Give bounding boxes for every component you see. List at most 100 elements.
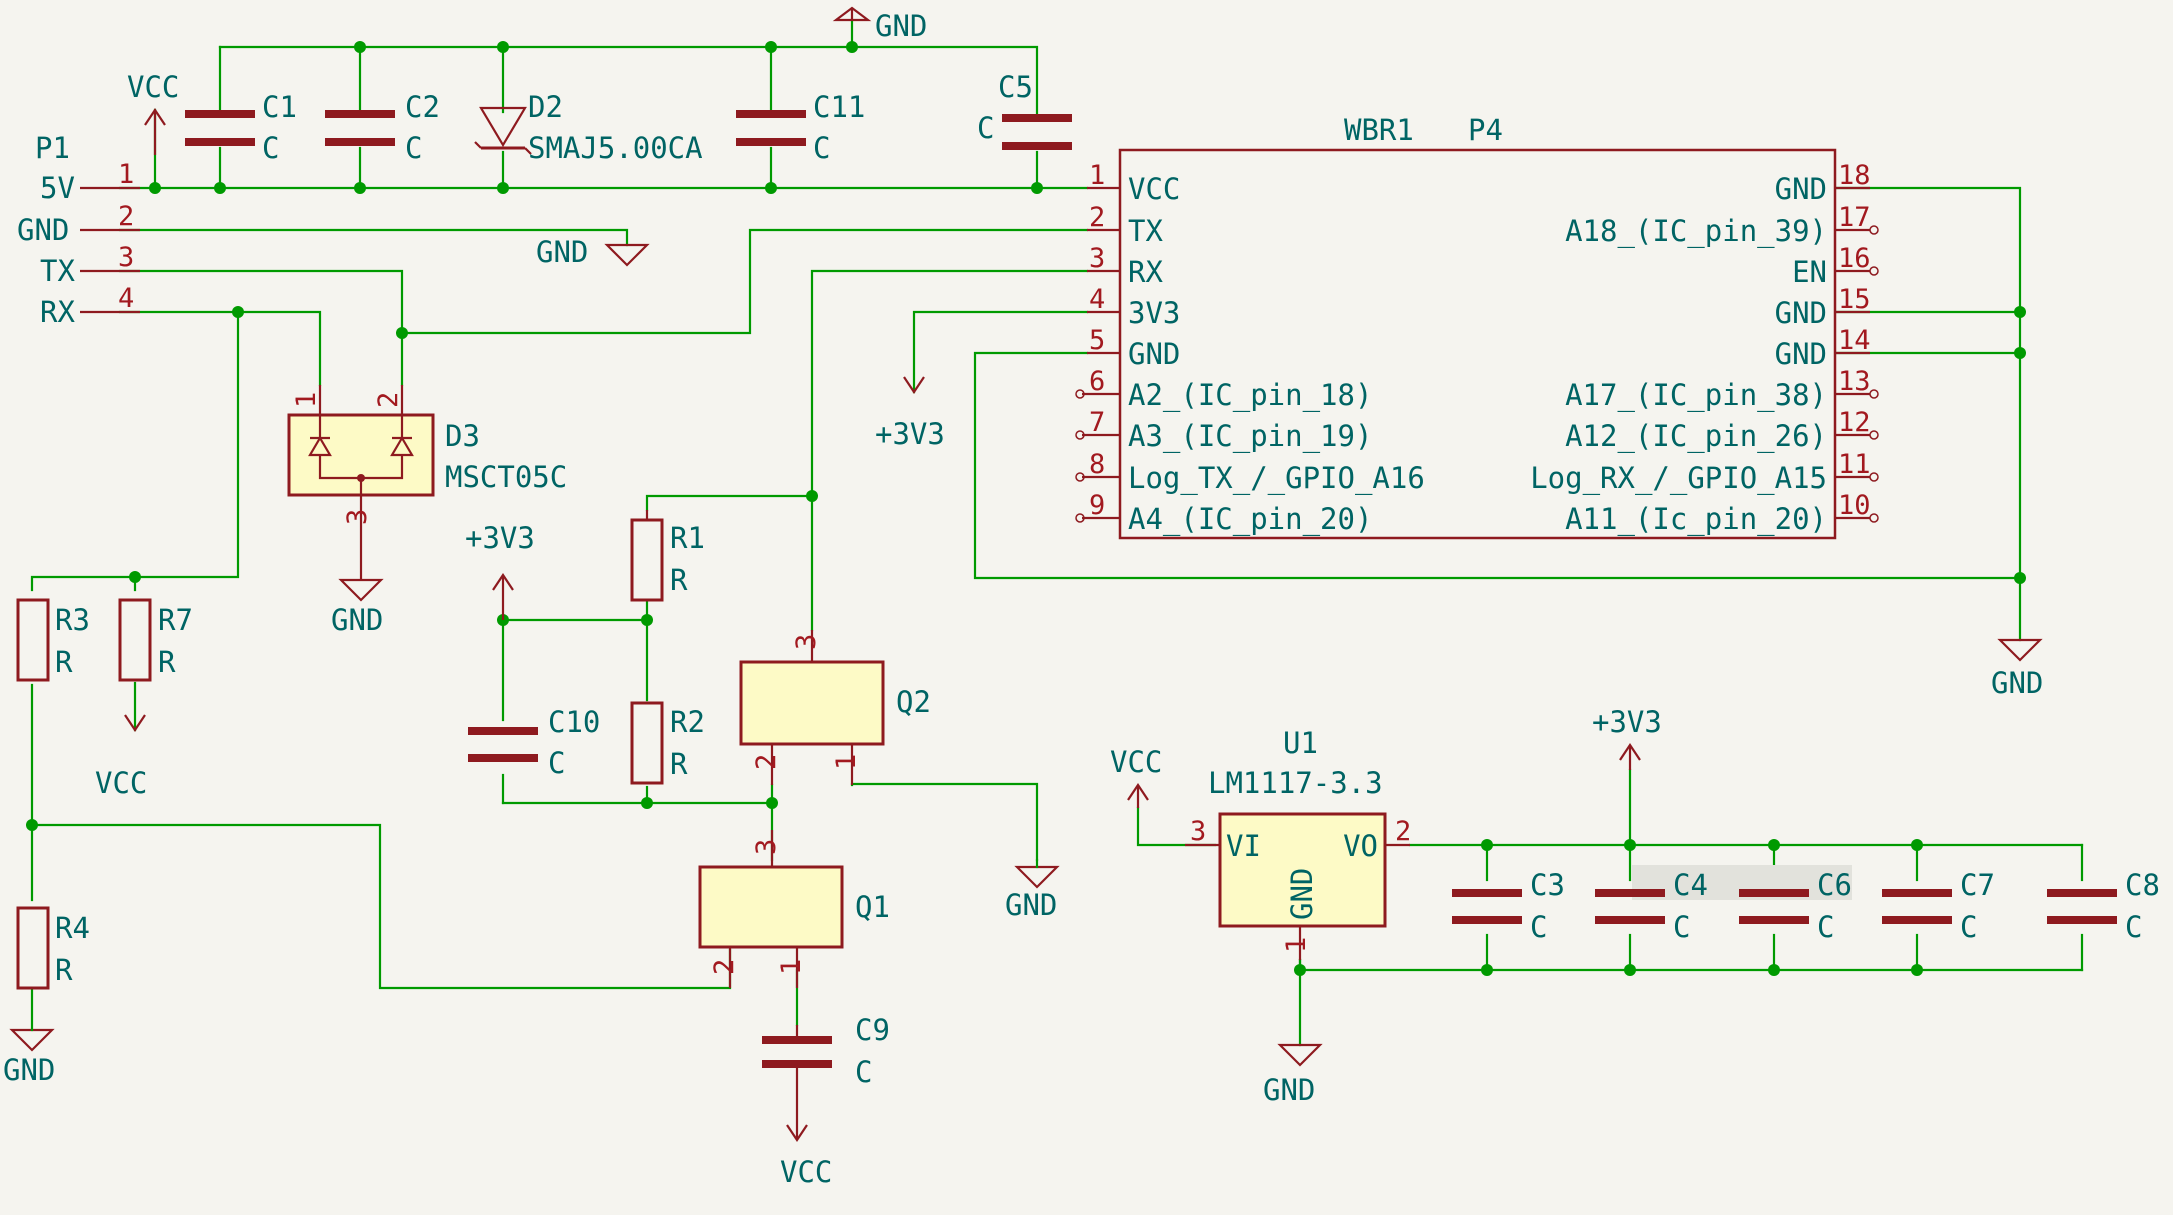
svg-text:VI: VI: [1226, 829, 1261, 863]
transistor-q1[interactable]: 3 2 1 Q1: [698, 830, 890, 988]
svg-text:GND: GND: [875, 9, 927, 43]
svg-text:3: 3: [791, 634, 822, 650]
svg-text:C: C: [1673, 910, 1690, 944]
capacitor-c5[interactable]: C5 C: [977, 70, 1072, 150]
svg-text:GND: GND: [1775, 337, 1827, 371]
svg-text:5V: 5V: [40, 171, 75, 205]
svg-text:C4: C4: [1673, 868, 1708, 902]
svg-text:RX: RX: [40, 295, 75, 329]
capacitor-c9[interactable]: C9 C: [762, 1013, 890, 1089]
svg-text:A12_(IC_pin_26): A12_(IC_pin_26): [1565, 419, 1827, 454]
svg-text:+3V3: +3V3: [875, 417, 945, 451]
svg-text:R: R: [670, 563, 688, 597]
regulator-u1[interactable]: 3 2 1 VI VO GND U1 LM1117-3.3: [1185, 726, 1411, 960]
capacitor-c4[interactable]: C4 C: [1595, 865, 1852, 944]
resistor-r4[interactable]: R4 R: [16, 906, 90, 990]
vcc-symbol-p1: VCC: [127, 70, 179, 155]
svg-text:TX: TX: [40, 254, 75, 288]
v33-symbol-c10: +3V3: [465, 521, 535, 620]
svg-text:C: C: [977, 111, 994, 145]
resistor-r2[interactable]: R2 R: [630, 701, 705, 785]
capacitor-c11[interactable]: C11 C: [736, 90, 865, 165]
svg-text:GND: GND: [1263, 1073, 1315, 1107]
vcc-symbol-u1: VCC: [1110, 745, 1162, 808]
svg-text:4: 4: [118, 283, 134, 314]
svg-text:12: 12: [1838, 407, 1871, 438]
svg-text:2: 2: [751, 754, 782, 770]
capacitor-c1[interactable]: C1 C: [185, 90, 297, 165]
svg-text:GND: GND: [1775, 296, 1827, 330]
svg-text:VCC: VCC: [1128, 172, 1180, 206]
svg-text:C: C: [855, 1055, 872, 1089]
diode-d2[interactable]: D2 SMAJ5.00CA: [474, 90, 703, 165]
svg-text:8: 8: [1089, 449, 1105, 480]
svg-text:Log_RX_/_GPIO_A15: Log_RX_/_GPIO_A15: [1530, 461, 1827, 496]
svg-text:LM1117-3.3: LM1117-3.3: [1208, 766, 1383, 800]
svg-text:R: R: [670, 747, 688, 781]
svg-text:R: R: [55, 953, 73, 987]
svg-text:D3: D3: [445, 419, 480, 453]
svg-text:A11_(Ic_pin_20): A11_(Ic_pin_20): [1565, 502, 1827, 537]
svg-text:C: C: [262, 131, 279, 165]
svg-text:GND: GND: [1775, 172, 1827, 206]
svg-text:D2: D2: [528, 90, 563, 124]
svg-text:GND: GND: [1285, 868, 1319, 920]
wbr1-right-pins: 18 17 16 15 14 13 12 11 10 GND A18_(IC_p…: [1530, 160, 1879, 537]
capacitor-c8[interactable]: C8 C: [2047, 868, 2160, 944]
junctions: [26, 41, 2026, 976]
svg-text:Log_TX_/_GPIO_A16: Log_TX_/_GPIO_A16: [1128, 461, 1425, 496]
svg-text:A3_(IC_pin_19): A3_(IC_pin_19): [1128, 419, 1372, 454]
capacitor-c6[interactable]: C6 C: [1739, 868, 1852, 944]
svg-text:Q2: Q2: [896, 685, 931, 719]
svg-text:+3V3: +3V3: [1592, 705, 1662, 739]
svg-text:2: 2: [1395, 816, 1411, 847]
gnd-symbol-q2: GND: [1005, 858, 1060, 922]
svg-text:C: C: [1960, 910, 1977, 944]
resistor-r1[interactable]: R1 R: [630, 510, 705, 602]
capacitor-c3[interactable]: C3 C: [1452, 868, 1565, 944]
svg-text:14: 14: [1838, 325, 1871, 356]
svg-text:WBR1: WBR1: [1344, 113, 1414, 147]
vcc-symbol-c9: VCC: [780, 1060, 832, 1189]
resistor-r7[interactable]: R7 R: [118, 598, 193, 682]
gnd-symbol-top: GND: [832, 6, 927, 43]
svg-text:1: 1: [118, 159, 134, 190]
svg-text:1: 1: [776, 959, 807, 975]
svg-text:P1: P1: [35, 131, 70, 165]
v33-symbol-u1: +3V3: [1592, 705, 1662, 770]
capacitor-c7[interactable]: C7 C: [1882, 868, 1995, 944]
svg-text:17: 17: [1838, 202, 1871, 233]
svg-text:2: 2: [1089, 202, 1105, 233]
svg-text:18: 18: [1838, 160, 1871, 191]
vcc-symbol-r7: VCC: [95, 714, 147, 800]
svg-text:1: 1: [1281, 937, 1312, 953]
svg-text:C: C: [1817, 910, 1834, 944]
svg-text:P4: P4: [1468, 113, 1503, 147]
svg-text:Q1: Q1: [855, 890, 890, 924]
svg-text:A17_(IC_pin_38): A17_(IC_pin_38): [1565, 378, 1827, 413]
transistor-q2[interactable]: 3 2 1 Q2: [739, 630, 931, 785]
svg-text:VCC: VCC: [95, 766, 147, 800]
gnd-symbol-d3: GND: [331, 495, 384, 637]
svg-text:2: 2: [709, 959, 740, 975]
v33-symbol-wbr: +3V3: [875, 376, 945, 451]
svg-text:15: 15: [1838, 284, 1871, 315]
svg-text:GND: GND: [17, 213, 69, 247]
svg-text:13: 13: [1838, 366, 1871, 397]
module-wbr1[interactable]: WBR1 P4 1 2 3 4 5 6 7 8 9 VCC: [1075, 113, 1879, 540]
resistor-r3[interactable]: R3 R: [16, 598, 90, 682]
capacitor-c2[interactable]: C2 C: [325, 90, 440, 165]
svg-text:U1: U1: [1283, 726, 1318, 760]
svg-text:C1: C1: [262, 90, 297, 124]
power-symbols: GND VCC GND +3V3 GND GND: [3, 6, 2043, 1189]
capacitor-c10[interactable]: C10 C: [468, 705, 600, 780]
svg-text:1: 1: [1089, 160, 1105, 191]
svg-text:1: 1: [291, 392, 322, 408]
diode-array-d3[interactable]: 1 2 3 D3 MSCT05C: [287, 385, 567, 525]
connector-p1[interactable]: P1 1 2 3 4 5V GND TX RX: [17, 131, 140, 329]
svg-text:3V3: 3V3: [1128, 296, 1180, 330]
svg-text:GND: GND: [1128, 337, 1180, 371]
svg-text:R2: R2: [670, 705, 705, 739]
svg-text:A18_(IC_pin_39): A18_(IC_pin_39): [1565, 214, 1827, 249]
